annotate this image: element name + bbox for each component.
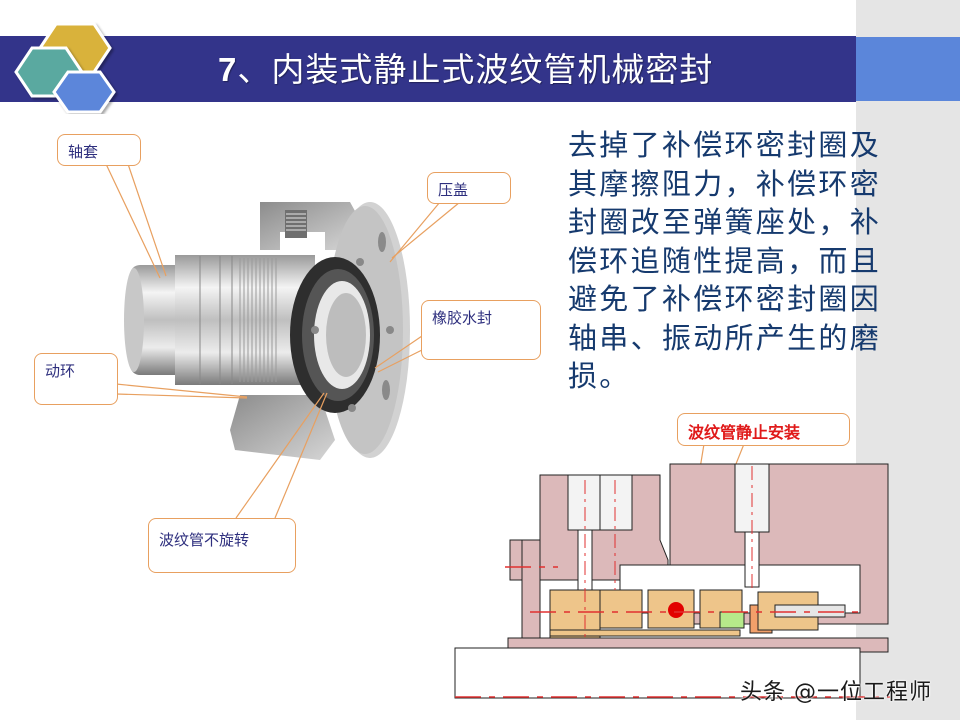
title-bar-accent [856, 37, 960, 101]
description-line: 其摩擦阻力，补偿环密 [568, 166, 882, 201]
callout-gland: 压盖 [427, 172, 511, 204]
callout-gland-label: 压盖 [438, 181, 469, 199]
seal-cross-section-diagram [454, 450, 910, 720]
hexagon-logo-icon [14, 22, 116, 114]
title-label: 、内装式静止式波纹管机械密封 [237, 50, 714, 89]
title-number: 7 [218, 51, 238, 88]
description-line: 封圈改至弹簧座处，补 [568, 205, 882, 239]
watermark: 头条 @一位工程师 [740, 680, 932, 705]
callout-bellows-static-install-label: 波纹管静止安装 [688, 423, 801, 442]
slide-title: 7、内装式静止式波纹管机械密封 [218, 44, 713, 96]
callout-rotating-ring-label: 动环 [45, 362, 76, 380]
description-line: 偿环追随性提高，而且 [568, 243, 882, 278]
callout-rubber-seal: 橡胶水封 [421, 300, 541, 360]
description-text: 去掉了补偿环密封圈及 其摩擦阻力，补偿环密 封圈改至弹簧座处，补 偿环追随性提高… [568, 126, 898, 396]
callout-shaft-sleeve: 轴套 [57, 134, 141, 166]
description-line: 轴串、振动所产生的磨 [568, 320, 882, 355]
callout-bellows-non-rotating-label: 波纹管不旋转 [159, 531, 250, 549]
callout-rubber-seal-label: 橡胶水封 [432, 309, 493, 327]
callout-rotating-ring: 动环 [34, 353, 118, 405]
title-bar [0, 36, 856, 102]
callout-shaft-sleeve-label: 轴套 [68, 143, 99, 161]
description-line: 损。 [568, 359, 631, 393]
mechanical-seal-illustration [124, 202, 410, 460]
description-line: 去掉了补偿环密封圈及 [568, 128, 882, 162]
description-line: 避免了补偿环密封圈因 [568, 282, 882, 316]
callout-bellows-static-install: 波纹管静止安装 [677, 413, 850, 446]
callout-bellows-non-rotating: 波纹管不旋转 [148, 518, 296, 573]
